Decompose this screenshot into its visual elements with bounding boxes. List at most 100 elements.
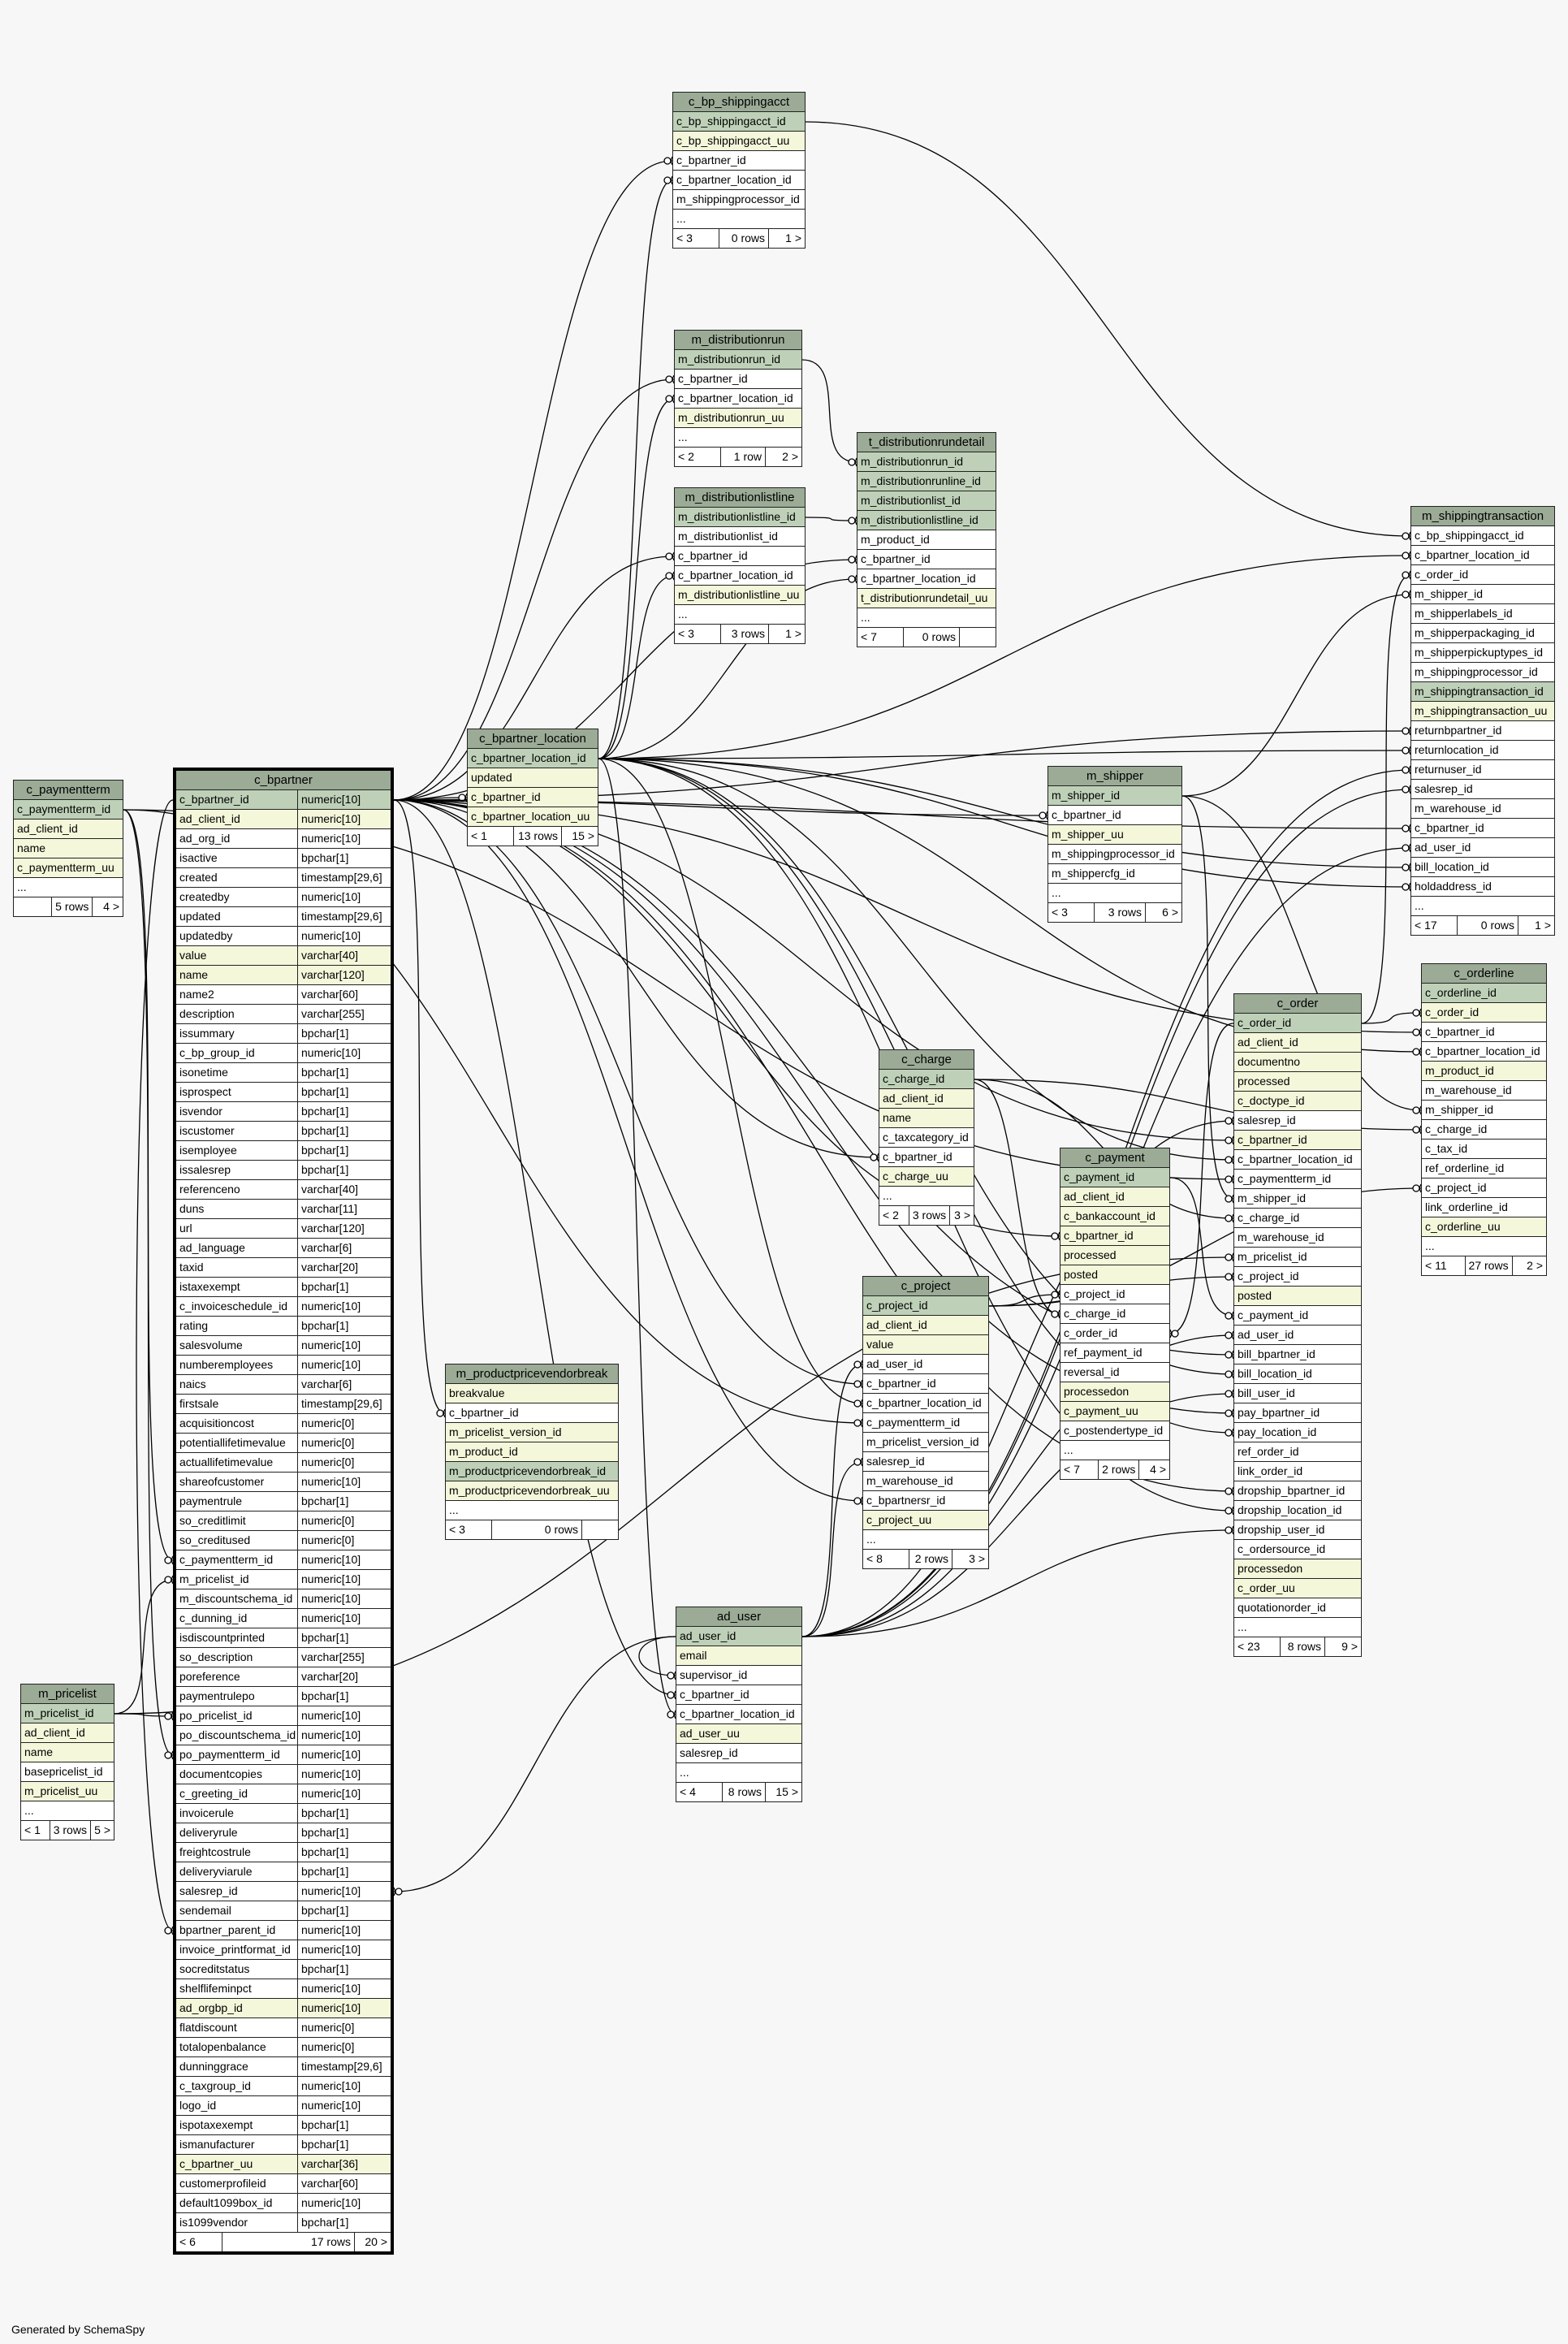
column-row[interactable]: c_ordersource_id: [1234, 1540, 1361, 1559]
column-row[interactable]: m_productpricevendorbreak_id: [446, 1462, 618, 1481]
row-count[interactable]: 3 rows: [909, 1206, 951, 1225]
column-row[interactable]: ...: [1060, 1441, 1169, 1460]
column-row[interactable]: name: [21, 1743, 114, 1762]
column-row[interactable]: c_orderline_uu: [1422, 1217, 1546, 1237]
children-count[interactable]: 2 >: [1527, 1259, 1543, 1272]
column-row[interactable]: ...: [675, 605, 805, 625]
column-row[interactable]: m_distributionlistline_id: [675, 508, 805, 527]
column-row[interactable]: c_bpartner_location_id: [675, 566, 805, 586]
children-count[interactable]: 3 >: [969, 1552, 985, 1565]
column-row[interactable]: c_bpartner_id: [468, 788, 598, 807]
children-count[interactable]: 9 >: [1341, 1640, 1358, 1653]
column-row[interactable]: c_bpartner_location_id: [675, 389, 801, 409]
table-header[interactable]: c_project: [863, 1277, 988, 1296]
table-header[interactable]: c_paymentterm: [14, 781, 123, 800]
column-row[interactable]: ...: [673, 210, 805, 229]
column-row[interactable]: ad_user_id: [863, 1355, 988, 1374]
column-row[interactable]: ad_client_id: [879, 1089, 974, 1109]
column-row[interactable]: documentno: [1234, 1053, 1361, 1072]
column-row[interactable]: c_orderline_id: [1422, 984, 1546, 1003]
column-row[interactable]: updated: [468, 768, 598, 788]
column-row[interactable]: m_pricelist_id: [1234, 1248, 1361, 1267]
parents-count[interactable]: < 3: [446, 1520, 492, 1539]
row-count[interactable]: 3 rows: [50, 1821, 91, 1840]
column-row[interactable]: processedon: [1060, 1382, 1169, 1402]
column-row[interactable]: c_postendertype_id: [1060, 1421, 1169, 1441]
column-row[interactable]: ...: [446, 1501, 618, 1520]
column-row[interactable]: m_shippercfg_id: [1048, 864, 1181, 884]
column-row[interactable]: c_project_id: [1422, 1178, 1546, 1198]
row-count[interactable]: 0 rows: [492, 1520, 582, 1539]
column-row[interactable]: c_bpartner_id: [676, 1685, 801, 1705]
column-row[interactable]: ad_client_id: [21, 1723, 114, 1743]
column-row[interactable]: c_taxcategory_id: [879, 1128, 974, 1148]
column-row[interactable]: c_project_id: [1234, 1267, 1361, 1287]
column-row[interactable]: c_bpartner_location_id: [1234, 1150, 1361, 1170]
column-row[interactable]: m_shippingtransaction_id: [1411, 682, 1554, 702]
table-header[interactable]: c_payment: [1060, 1148, 1169, 1168]
column-row[interactable]: name: [14, 839, 123, 858]
column-row[interactable]: m_warehouse_id: [863, 1472, 988, 1491]
children-count[interactable]: 6 >: [1162, 906, 1178, 919]
table-header[interactable]: m_productpricevendorbreak: [446, 1364, 618, 1384]
table-header[interactable]: ad_user: [676, 1607, 801, 1627]
row-count[interactable]: 27 rows: [1466, 1256, 1513, 1275]
row-count[interactable]: 3 rows: [1095, 903, 1146, 922]
table-header[interactable]: c_orderline: [1422, 964, 1546, 984]
column-row[interactable]: c_project_id: [1060, 1285, 1169, 1304]
column-row[interactable]: c_order_id: [1060, 1324, 1169, 1343]
column-row[interactable]: returnlocation_id: [1411, 741, 1554, 760]
column-row[interactable]: c_payment_id: [1060, 1168, 1169, 1187]
column-row[interactable]: supervisor_id: [676, 1666, 801, 1685]
column-row[interactable]: c_bpartner_location_id: [676, 1705, 801, 1724]
column-row[interactable]: ad_user_id: [676, 1627, 801, 1646]
column-row[interactable]: ref_order_id: [1234, 1442, 1361, 1462]
column-row[interactable]: reversal_id: [1060, 1363, 1169, 1382]
column-row[interactable]: c_bpartner_id: [863, 1374, 988, 1394]
column-row[interactable]: c_payment_id: [1234, 1306, 1361, 1326]
column-row[interactable]: returnuser_id: [1411, 760, 1554, 780]
column-row[interactable]: m_distributionlist_id: [857, 491, 996, 511]
column-row[interactable]: ...: [857, 608, 996, 628]
column-row[interactable]: c_charge_id: [1060, 1304, 1169, 1324]
column-row[interactable]: c_bpartner_id: [1048, 806, 1181, 825]
parents-count[interactable]: < 1: [21, 1821, 50, 1840]
column-row[interactable]: c_bpartnersr_id: [863, 1491, 988, 1511]
column-row[interactable]: c_bpartner_location_uu: [468, 807, 598, 827]
parents-count[interactable]: < 3: [675, 625, 721, 643]
column-row[interactable]: m_distributionrun_id: [857, 452, 996, 472]
column-row[interactable]: c_bpartner_id: [857, 550, 996, 569]
column-row[interactable]: ad_user_id: [1234, 1326, 1361, 1345]
column-row[interactable]: value: [863, 1335, 988, 1355]
column-row[interactable]: processed: [1060, 1246, 1169, 1265]
